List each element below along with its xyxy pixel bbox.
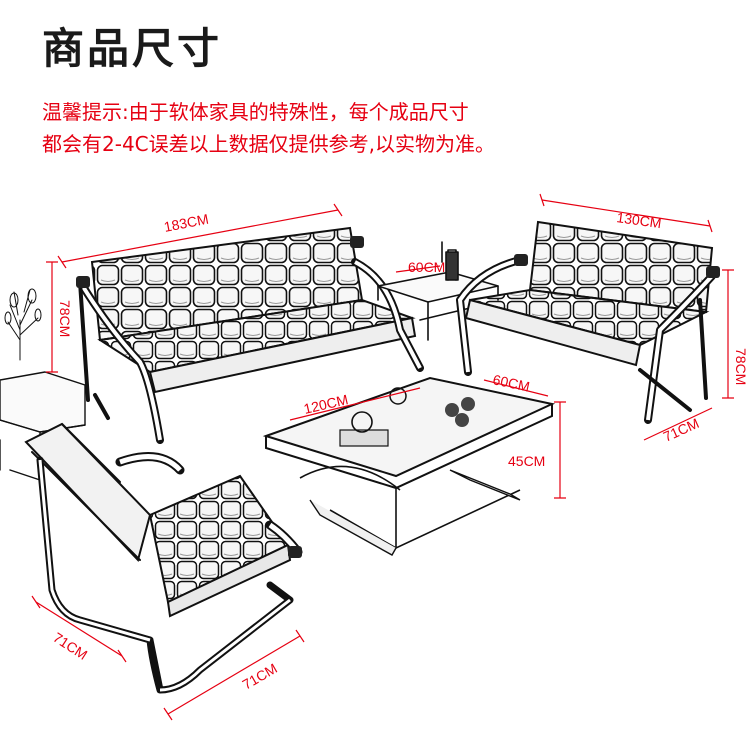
- two-seat-height-label: 78CM: [733, 348, 749, 385]
- coffee-table: [262, 376, 556, 556]
- armchair: [24, 422, 303, 694]
- notice-line-2: 都会有2-4C误差以上数据仅提供参考,以实物为准。: [42, 132, 495, 156]
- side-cabinet: [0, 371, 86, 481]
- chair-depth-label: 71CM: [50, 629, 90, 663]
- notice-line-1: 温馨提示:由于软体家具的特殊性，每个成品尺寸: [42, 100, 469, 124]
- plant-decoration: [4, 288, 42, 361]
- three-seat-sofa: [76, 226, 424, 444]
- three-seat-width-label: 183CM: [163, 211, 210, 235]
- side-table-label: 60CM: [408, 259, 445, 275]
- table-width-label: 60CM: [491, 371, 531, 394]
- two-seat-sofa: [456, 220, 720, 424]
- table-height-label: 45CM: [508, 453, 545, 469]
- side-table: [377, 241, 499, 341]
- three-seat-height-label: 78CM: [57, 300, 73, 337]
- two-seat-width-label: 130CM: [616, 209, 663, 231]
- dimension-lines: [31, 193, 734, 721]
- two-seat-depth-label: 71CM: [661, 415, 702, 445]
- chair-width-label: 71CM: [240, 660, 280, 693]
- page-title: 商品尺寸: [42, 24, 223, 73]
